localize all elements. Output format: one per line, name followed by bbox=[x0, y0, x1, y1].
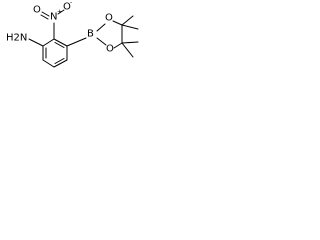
boron-label: B bbox=[87, 29, 94, 40]
o-c-bond bbox=[113, 42, 123, 49]
methyl-bond bbox=[121, 24, 139, 30]
ring-o-bottom-label: O bbox=[106, 44, 114, 55]
benzene-ring bbox=[42, 38, 68, 68]
ring-bond bbox=[53, 59, 68, 68]
methyl-bond bbox=[121, 42, 134, 58]
nitro-o-double-bond bbox=[40, 14, 49, 20]
chemical-structure: H2N N + O - O B O O bbox=[6, 0, 139, 68]
nitro-minus-charge: - bbox=[70, 0, 72, 7]
nitro-n-label: N bbox=[50, 12, 57, 23]
ring-bond bbox=[42, 38, 55, 47]
boron-bond bbox=[66, 37, 87, 47]
methyl-bond bbox=[121, 41, 139, 44]
amine-label: H2N bbox=[6, 33, 27, 44]
ring-double-bond bbox=[54, 42, 65, 48]
b-o-bond bbox=[96, 37, 107, 46]
nitro-plus-charge: + bbox=[57, 9, 62, 16]
nitro-o-double-bond bbox=[41, 11, 50, 17]
methyl-bond bbox=[121, 15, 134, 26]
ring-double-bond bbox=[54, 58, 65, 64]
nitro-o-left-label: O bbox=[33, 5, 41, 16]
nitro-o-bond bbox=[57, 9, 65, 15]
amine-bond bbox=[28, 38, 44, 47]
b-o-bond bbox=[96, 23, 106, 32]
ring-bond bbox=[53, 38, 68, 47]
o-c-bond bbox=[112, 20, 123, 26]
nitro-o-top-label: O bbox=[63, 2, 71, 13]
ring-bond bbox=[42, 59, 55, 68]
ring-o-top-label: O bbox=[105, 13, 113, 24]
